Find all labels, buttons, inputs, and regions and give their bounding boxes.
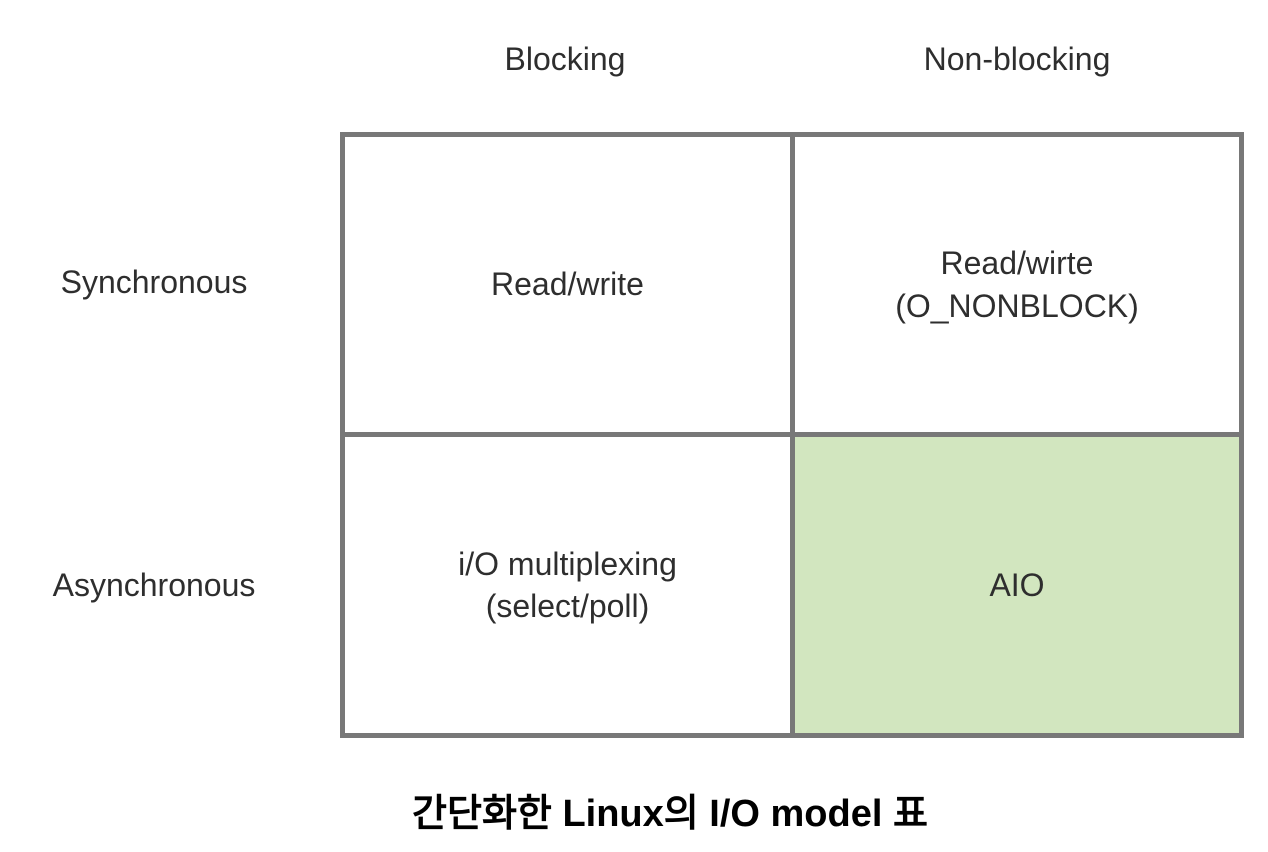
cell-sync-nonblocking: Read/wirte (O_NONBLOCK)	[795, 137, 1239, 437]
cell-sync-blocking: Read/write	[345, 137, 795, 437]
cell-async-blocking-line2: (select/poll)	[485, 588, 650, 624]
row-header-asynchronous: Asynchronous	[52, 567, 256, 603]
cell-sync-blocking-text: Read/write	[491, 266, 644, 303]
cell-async-nonblocking-text: AIO	[989, 566, 1045, 603]
cell-async-nonblocking-highlighted: AIO	[795, 437, 1239, 733]
figure-caption: 간단화한 Linux의 I/O model 표	[412, 793, 928, 835]
cell-async-blocking-line1: i/O multiplexing	[458, 545, 677, 582]
cell-async-blocking: i/O multiplexing (select/poll)	[345, 437, 795, 733]
column-header-blocking: Blocking	[504, 41, 626, 77]
column-header-non-blocking: Non-blocking	[923, 41, 1111, 77]
cell-sync-nonblocking-line1: Read/wirte	[940, 245, 1094, 282]
cell-sync-nonblocking-line2: (O_NONBLOCK)	[895, 287, 1139, 324]
row-header-synchronous: Synchronous	[60, 264, 248, 300]
io-model-matrix: Read/write Read/wirte (O_NONBLOCK) i/O m…	[340, 132, 1244, 738]
